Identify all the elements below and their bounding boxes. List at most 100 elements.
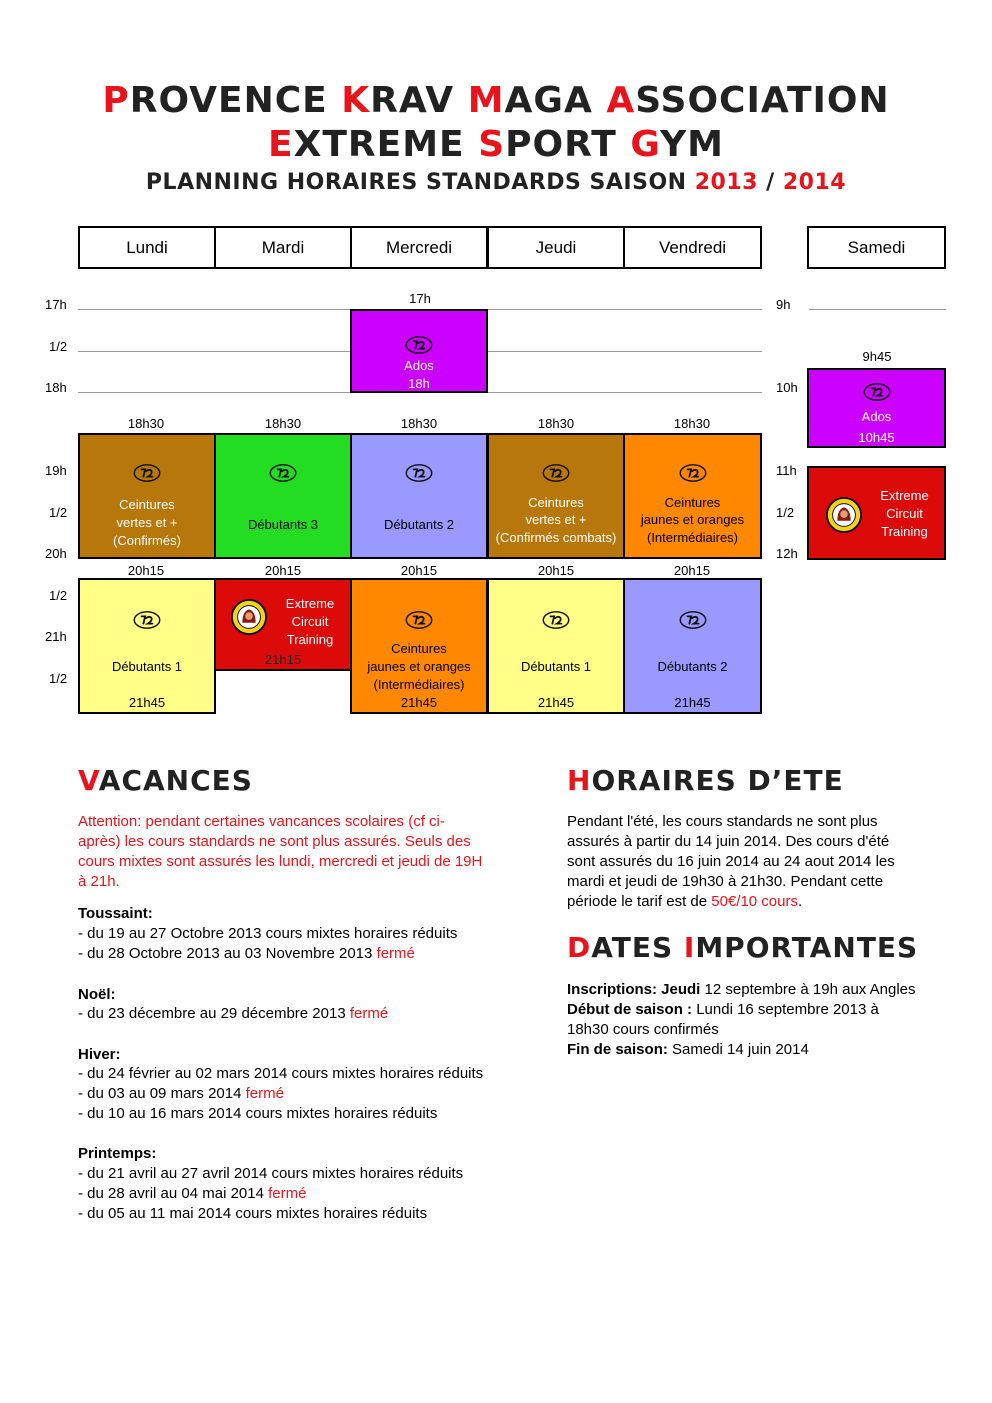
vacances-hiver-label: Hiver: xyxy=(78,1046,121,1063)
title-initial: I xyxy=(683,931,696,964)
start-time: 9h45 xyxy=(862,349,892,364)
course-label: Extreme xyxy=(880,488,929,503)
end-time: 21h15 xyxy=(264,652,302,667)
time-label: 1/2 xyxy=(49,505,68,520)
course-vendredi-debutants-2: Débutants 2 21h45 xyxy=(623,578,762,714)
krav-maga-emblem-icon xyxy=(542,611,570,629)
krav-maga-emblem-icon xyxy=(269,464,297,482)
title-rest: ROVENCE xyxy=(129,80,342,121)
date-text: Samedi 14 juin 2014 xyxy=(667,1041,809,1058)
title-initial: G xyxy=(630,124,661,165)
title-initial: E xyxy=(268,124,294,165)
start-time: 17h xyxy=(409,291,431,306)
end-time: 21h45 xyxy=(400,695,438,710)
title-rest: PORT xyxy=(505,124,631,165)
time-label: 19h xyxy=(45,463,67,478)
course-vendredi-intermediaires: Ceintures jaunes et oranges (Intermédiai… xyxy=(623,433,762,559)
vacances-intro: cours mixtes sont assurés les lundi, mer… xyxy=(78,853,483,870)
vacances-toussaint-label: Toussaint: xyxy=(78,905,153,922)
course-label: Débutants 1 xyxy=(520,659,592,674)
title-association: PROVENCE KRAV MAGA ASSOCIATION xyxy=(0,80,992,121)
ete-line: mardi et jeudi de 19h30 à 21h30. Pendant… xyxy=(567,873,884,890)
start-time: 18h30 xyxy=(673,416,711,431)
vacances-hiver-line: - du 03 au 09 mars 2014 fermé xyxy=(78,1084,284,1104)
course-label: Ceintures xyxy=(528,495,584,510)
end-time: 21h45 xyxy=(537,695,575,710)
krav-maga-emblem-icon xyxy=(679,464,706,482)
course-label: Ceintures xyxy=(119,497,175,512)
title-rest: ACANCES xyxy=(98,764,253,797)
course-extreme-circuit-training-mardi: Extreme Circuit Training 21h15 xyxy=(214,578,352,671)
course-label: Ados xyxy=(404,358,434,373)
course-label: Extreme xyxy=(285,596,335,611)
course-label: Circuit xyxy=(291,614,329,629)
start-time: 18h30 xyxy=(127,416,165,431)
course-label: vertes et + xyxy=(525,512,587,527)
time-label: 10h xyxy=(776,380,798,395)
title-initial: K xyxy=(341,80,371,121)
title-rest: SSOCIATION xyxy=(635,80,890,121)
vacances-intro: à 21h. xyxy=(78,873,120,890)
course-ados-mercredi: Ados 18h xyxy=(350,309,488,393)
course-jeudi-confirmes-combats: Ceintures vertes et + (Confirmés combats… xyxy=(487,433,625,559)
date-text: 12 septembre à 19h aux Angles xyxy=(700,981,916,998)
krav-maga-emblem-icon xyxy=(133,611,161,629)
end-time: 20h15 xyxy=(264,563,302,578)
title-year-sep: / xyxy=(757,170,783,195)
vacances-printemps-line: - du 05 au 11 mai 2014 cours mixtes hora… xyxy=(78,1205,428,1222)
krav-maga-emblem-icon xyxy=(133,464,161,482)
date-debut-saison: Début de saison : Lundi 16 septembre 201… xyxy=(567,1000,879,1020)
line-text: - du 28 Octobre 2013 au 03 Novembre 2013 xyxy=(78,945,377,962)
vacances-toussaint-line: - du 19 au 27 Octobre 2013 cours mixtes … xyxy=(78,925,458,942)
ferme-badge: fermé xyxy=(268,1185,307,1202)
end-time: 20h15 xyxy=(400,563,438,578)
title-initial: P xyxy=(102,80,130,121)
vacances-printemps-line: - du 21 avril au 27 avril 2014 cours mix… xyxy=(78,1165,464,1182)
title-planning-text: PLANNING HORAIRES STANDARDS SAISON xyxy=(145,170,695,195)
course-label: Débutants 2 xyxy=(657,659,728,674)
end-time: 20h15 xyxy=(537,563,575,578)
title-initial: M xyxy=(467,80,505,121)
vacances-hiver-line: - du 24 février au 02 mars 2014 cours mi… xyxy=(78,1065,484,1082)
title-rest: ATES xyxy=(591,931,684,964)
course-label: Débutants 2 xyxy=(383,517,455,532)
course-lundi-confirmes: Ceintures vertes et + (Confirmés) xyxy=(78,433,216,559)
date-label: Fin de saison: xyxy=(567,1041,668,1058)
date-label: Inscriptions: Jeudi xyxy=(567,981,701,998)
tarif-value: 50€/10 cours xyxy=(711,893,798,910)
line-text: - du 28 avril au 04 mai 2014 xyxy=(78,1185,269,1202)
vacances-intro: après) les cours standards ne sont plus … xyxy=(78,833,471,850)
section-title-dates-importantes: DATES IMPORTANTES xyxy=(567,931,918,964)
course-label: Training xyxy=(881,524,928,539)
day-header-mercredi: Mercredi xyxy=(350,226,488,269)
title-rest: ORAIRES D’ETE xyxy=(591,764,844,797)
course-label: Ceintures xyxy=(664,495,721,510)
title-rest: AGA xyxy=(504,80,607,121)
start-time: 18h30 xyxy=(537,416,575,431)
course-jeudi-debutants-1: Débutants 1 21h45 xyxy=(487,578,625,714)
line-text: période le tarif est de xyxy=(567,893,712,910)
vacances-intro: Attention: pendant certaines vancances s… xyxy=(78,813,445,830)
date-text: Lundi 16 septembre 2013 à xyxy=(692,1001,879,1018)
course-mercredi-debutants-2: Débutants 2 xyxy=(350,433,488,559)
time-label: 1/2 xyxy=(776,505,795,520)
time-label: 18h xyxy=(45,380,67,395)
course-mardi-debutants-3: Débutants 3 xyxy=(214,433,352,559)
title-initial: D xyxy=(567,931,592,964)
course-label: vertes et + xyxy=(116,515,178,530)
time-label: 12h xyxy=(776,546,798,561)
title-initial: H xyxy=(567,764,592,797)
title-year-start: 2013 xyxy=(694,170,758,195)
line-text: - du 03 au 09 mars 2014 xyxy=(78,1085,246,1102)
course-extreme-circuit-training-samedi: Extreme Circuit Training xyxy=(807,466,946,560)
course-ados-samedi: Ados 10h45 xyxy=(807,368,946,448)
title-gym: EXTREME SPORT GYM xyxy=(0,124,992,165)
ferme-badge: fermé xyxy=(245,1085,284,1102)
course-label: Débutants 1 xyxy=(111,659,183,674)
ete-line: sont assurés du 16 juin 2014 au 24 aout … xyxy=(567,853,895,870)
end-time: 21h45 xyxy=(674,695,711,710)
ete-line: période le tarif est de 50€/10 cours. xyxy=(567,892,802,912)
course-label: Débutants 3 xyxy=(247,517,319,532)
course-label: Circuit xyxy=(886,506,923,521)
day-header-vendredi: Vendredi xyxy=(623,226,762,269)
